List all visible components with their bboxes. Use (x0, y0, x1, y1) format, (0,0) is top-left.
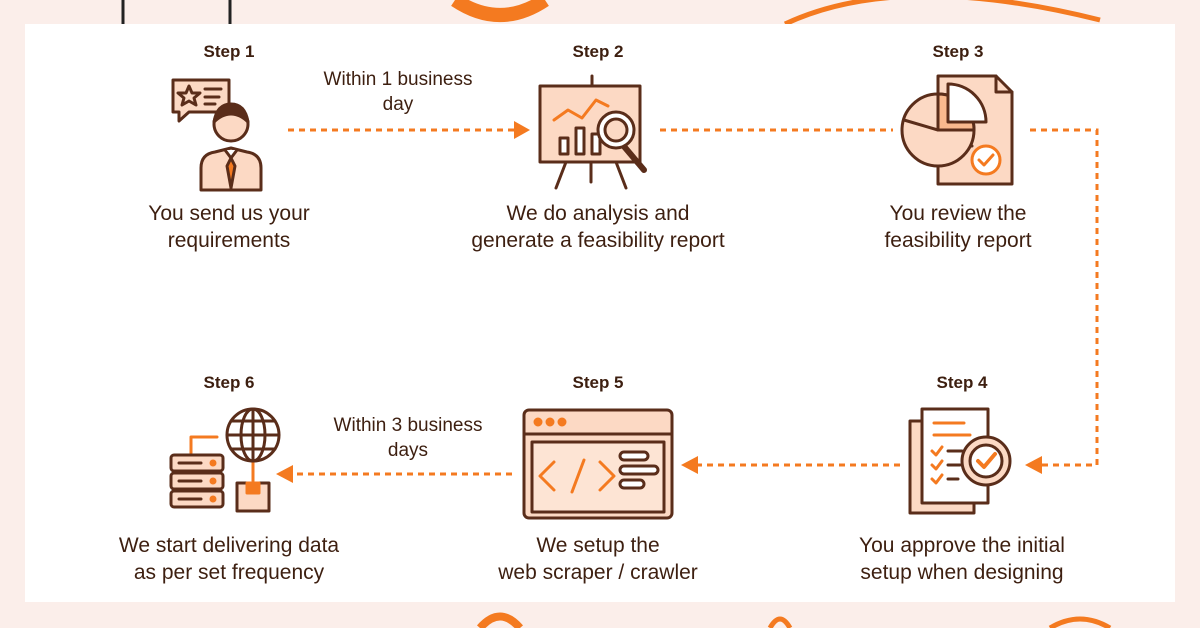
step-6: Step 6 We start delivering data as per s… (69, 0, 389, 628)
step-6-label: Step 6 (203, 373, 255, 392)
step-1-description: You send us your requirements (148, 202, 310, 252)
approval-document-icon (908, 407, 1012, 515)
user-requirements-icon (171, 78, 263, 192)
step-1-label: Step 1 (203, 42, 255, 61)
step-6-description: We start delivering data as per set freq… (118, 534, 340, 584)
step-4-label: Step 4 (936, 373, 988, 392)
step-2-description: We do analysis and generate a feasibilit… (471, 202, 725, 252)
step-1: Step 1 You send us your requirements (69, 0, 389, 628)
step-3-description: You review the feasibility report (884, 202, 1032, 252)
analysis-board-icon (538, 74, 647, 190)
code-window-icon (522, 408, 674, 520)
step-5-description: We setup the web scraper / crawler (498, 534, 698, 584)
report-review-icon (900, 74, 1014, 186)
timing-label-step5-step6: Within 3 business days (333, 415, 483, 461)
step-5: Step 5 We setup the web scraper / crawle… (438, 0, 758, 628)
data-delivery-icon (169, 407, 281, 513)
timing-label-step1-step2: Within 1 business day (323, 69, 473, 115)
step-4-description: You approve the initial setup when desig… (859, 534, 1065, 584)
step-5-label: Step 5 (572, 373, 624, 392)
step-3: Step 3 You review the feasibility report (798, 0, 1118, 628)
step-3-label: Step 3 (932, 42, 984, 61)
step-2-label: Step 2 (572, 42, 624, 61)
step-2: Step 2 We do analysis and generate a fea… (438, 0, 758, 628)
step-4: Step 4 You approve the initial setup whe… (802, 0, 1122, 628)
